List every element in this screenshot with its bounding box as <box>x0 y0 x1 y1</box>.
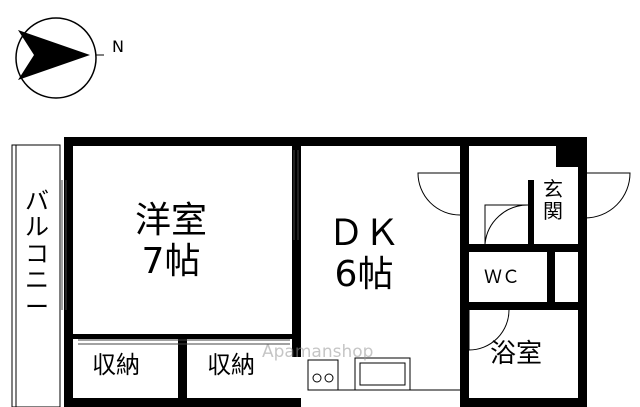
balcony-outline <box>11 144 61 407</box>
dk-label: ＤＫ 6帖 <box>328 213 400 296</box>
storage-2-label: 収納 <box>207 351 255 379</box>
compass-north-label: N <box>112 37 124 56</box>
western-room-label: 洋室 7帖 <box>135 200 207 283</box>
bath-label: 浴室 <box>490 339 543 369</box>
walls <box>64 137 587 407</box>
balcony-label: バルコニー <box>25 187 49 321</box>
kitchen-fixtures <box>307 357 460 391</box>
compass <box>15 17 104 99</box>
sliding-doors <box>61 150 299 345</box>
western-room-name: 洋室 <box>135 200 208 241</box>
entrance-label: 玄関 <box>543 177 563 223</box>
door-swings <box>417 172 631 351</box>
dk-size: 6帖 <box>334 254 394 296</box>
dk-name: ＤＫ <box>328 213 401 254</box>
north-arrow-icon <box>18 30 90 80</box>
western-room-size: 7帖 <box>141 241 201 283</box>
storage-1-label: 収納 <box>92 351 140 379</box>
watermark: Apamanshop <box>262 342 374 362</box>
wc-label: ＷＣ <box>484 267 520 288</box>
